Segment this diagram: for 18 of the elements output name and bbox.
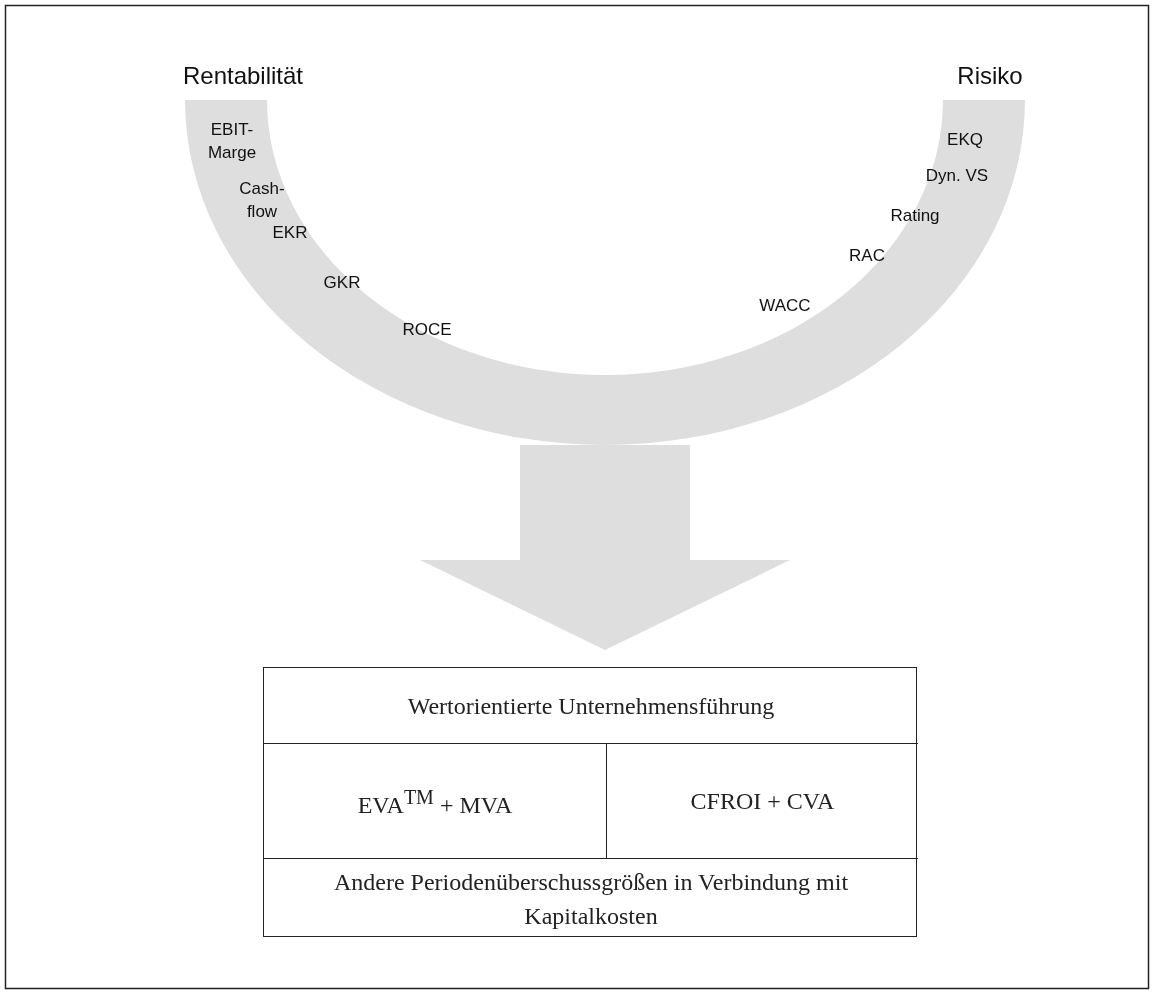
metric-label: ROCE [401, 319, 453, 341]
metric-label: Rating [889, 205, 941, 227]
metric-label: EBIT- Marge [206, 119, 258, 164]
metric-label: Dyn. VS [924, 165, 990, 187]
metric-label: EKR [271, 222, 309, 244]
metric-label: Cash- flow [238, 178, 286, 223]
metric-label: EKQ [946, 129, 984, 151]
metric-label: WACC [758, 295, 812, 317]
cell-text: EVA$^{TM}$ + MVA [356, 785, 514, 820]
cell-text: CFROI + CVA [689, 787, 836, 816]
category-heading: Rentabilität [181, 64, 305, 87]
cell-text: Andere Periodenüberschussgrößen in Verbindung mit Kapitalkosten [332, 867, 850, 931]
metric-label: GKR [322, 272, 362, 294]
cell-text: Wertorientierte Unternehmensführung [406, 691, 776, 721]
arrow [420, 445, 790, 650]
category-heading: Risiko [956, 64, 1024, 87]
table-box [263, 667, 917, 937]
metric-label: RAC [848, 245, 886, 267]
